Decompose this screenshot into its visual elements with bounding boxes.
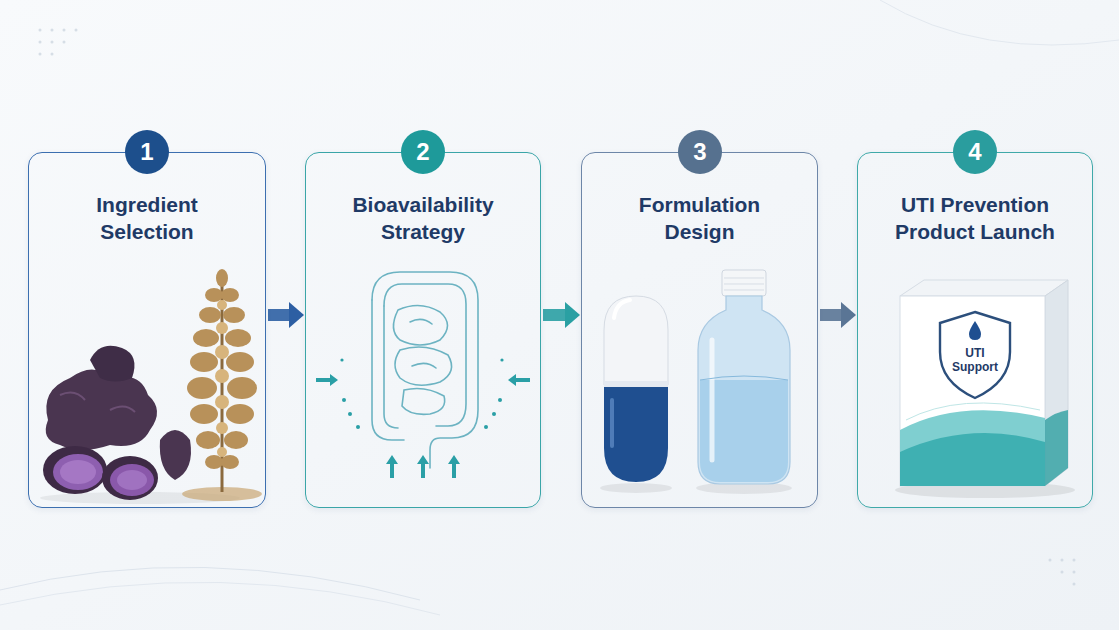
step-number: 2 [416,140,429,164]
step-number: 3 [693,140,706,164]
flow-arrow [820,302,856,328]
dried-plant-illustration [182,269,262,501]
step-card: Bioavailability Strategy2 [305,152,541,508]
step-title: UTI Prevention Product Launch [885,191,1065,246]
product-box-illustration [895,280,1075,498]
step-number-badge: 3 [678,130,722,174]
flow-arrow [268,302,304,328]
capsule-illustration [600,296,672,493]
step-number: 1 [140,140,153,164]
absorption-arrows [316,358,530,478]
product-label: UTI Support [947,346,1003,375]
step-number-badge: 4 [953,130,997,174]
step-card: Formulation Design3 [581,152,818,508]
step-number: 4 [968,140,981,164]
step-title: Bioavailability Strategy [333,191,513,246]
bottle-illustration [696,270,792,494]
intestine-illustration [372,272,478,468]
yam-illustration [40,346,240,504]
step-title: Ingredient Selection [57,191,237,246]
flow-arrow [543,302,580,328]
step-number-badge: 2 [401,130,445,174]
step-title: Formulation Design [610,191,790,246]
step-number-badge: 1 [125,130,169,174]
step-card: Ingredient Selection1 [28,152,266,508]
step-card: UTI Prevention Product Launch4 [857,152,1093,508]
